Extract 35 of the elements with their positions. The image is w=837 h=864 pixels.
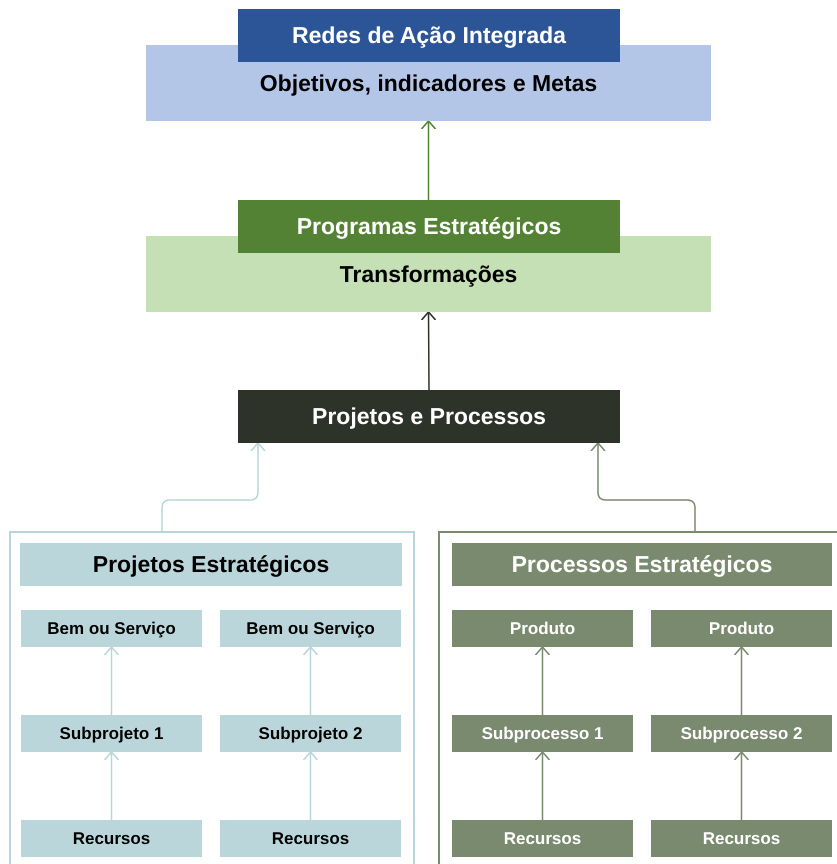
arrow	[420, 311, 436, 390]
arrow	[302, 646, 318, 715]
process-box: Projetos e Processos	[238, 390, 620, 443]
group-frame	[438, 531, 837, 864]
arrow	[590, 442, 696, 531]
band-box	[146, 9, 711, 121]
arrow	[302, 751, 318, 820]
section-header: Projetos Estratégicos	[20, 543, 402, 586]
item-box: Subprocesso 1	[452, 715, 633, 752]
item-box: Bem ou Serviço	[21, 610, 202, 647]
arrow	[420, 120, 436, 200]
item-box: Bem ou Serviço	[220, 610, 401, 647]
item-box: Subprocesso 2	[651, 715, 832, 752]
item-box: Recursos	[220, 820, 401, 857]
band-label: Transformações	[338, 261, 518, 288]
item-box: Recursos	[21, 820, 202, 857]
arrow	[534, 646, 550, 715]
item-box: Subprojeto 2	[220, 715, 401, 752]
band-label: Objetivos, indicadores e Metas	[258, 70, 598, 97]
item-box: Produto	[452, 610, 633, 647]
arrow	[161, 442, 266, 531]
band-box	[146, 200, 711, 312]
item-box: Produto	[651, 610, 832, 647]
header-tab: Programas Estratégicos	[238, 200, 620, 253]
arrow	[734, 646, 750, 715]
item-box: Recursos	[651, 820, 832, 857]
arrow	[534, 751, 550, 820]
arrow	[104, 646, 120, 715]
header-tab: Redes de Ação Integrada	[238, 9, 620, 62]
arrow	[104, 751, 120, 820]
section-header: Processos Estratégicos	[452, 543, 832, 586]
arrow	[734, 751, 750, 820]
item-box: Recursos	[452, 820, 633, 857]
item-box: Subprojeto 1	[21, 715, 202, 752]
group-frame	[9, 531, 415, 864]
